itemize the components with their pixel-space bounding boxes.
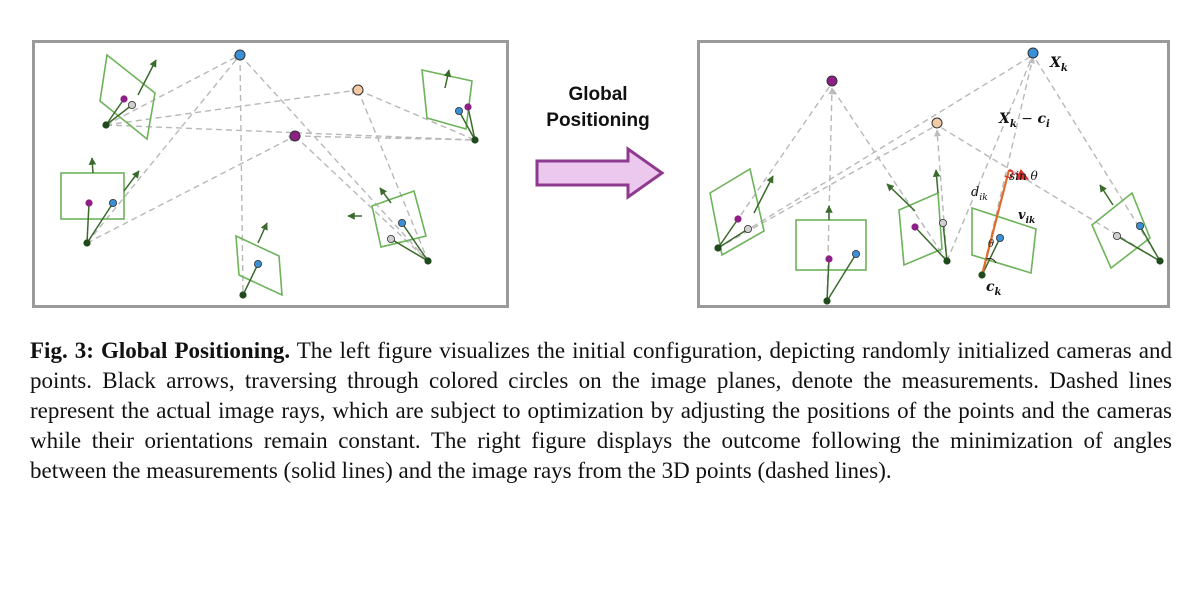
world-points [234, 49, 364, 142]
process-arrow-label: Global Positioning [523, 82, 673, 134]
camera-center [823, 297, 831, 305]
projection-point [825, 255, 833, 263]
arrow-label-line1: Global [568, 84, 628, 105]
initial-configuration-figure [32, 40, 509, 308]
projection-point [253, 259, 262, 268]
projection-point [734, 215, 742, 223]
projection-point [1135, 221, 1144, 230]
camera-center [102, 121, 110, 129]
projection-points [85, 95, 472, 268]
measurement-lines [717, 169, 1161, 302]
world-point [289, 130, 301, 142]
camera-plane-4 [971, 206, 1037, 275]
projection-point [464, 103, 472, 111]
projection-point [851, 249, 860, 258]
projection-point [120, 95, 128, 103]
world-point [826, 75, 838, 87]
measurement-vector-label: vik [1018, 208, 1035, 226]
distance-label: dik [971, 185, 988, 203]
projection-point [995, 233, 1004, 242]
left-figure-svg [60, 49, 479, 299]
world-point [234, 49, 246, 61]
camera-center [978, 271, 986, 279]
world-point [1027, 47, 1039, 59]
camera-plane-5 [371, 189, 427, 248]
camera-plane-4 [421, 68, 473, 131]
camera-plane-5 [1091, 191, 1151, 270]
camera-planes [709, 167, 1151, 275]
ray-vector-label: Xk − ci [998, 111, 1050, 130]
sin-theta-arrow [1008, 168, 1030, 180]
projection-point [386, 234, 395, 243]
camera-plane-2 [795, 219, 867, 271]
camera-center [714, 244, 722, 252]
geometry-annotation [980, 168, 1030, 276]
optimized-configuration-figure: Xk Xk − ci sin θ dik vik θ ck [697, 40, 1170, 308]
projection-point [911, 223, 919, 231]
caption-body: The left figure visualizes the initial c… [30, 338, 1172, 483]
world-points [826, 47, 1039, 129]
camera-plane-3 [898, 191, 943, 267]
projection-point [938, 218, 947, 227]
projection-point [128, 101, 137, 110]
projection-point [454, 107, 463, 116]
point-label: Xk [1049, 55, 1068, 74]
distance-line [980, 169, 1011, 276]
camera-planes [60, 53, 473, 297]
camera-center-label: ck [986, 279, 1002, 298]
image-rays [86, 54, 476, 296]
camera-center [239, 291, 247, 299]
camera-centers [714, 244, 1164, 305]
arrow-label-line2: Positioning [546, 110, 650, 131]
projection-points [734, 215, 1144, 263]
camera-center [1156, 257, 1164, 265]
camera-plane-1 [709, 167, 765, 257]
theta-label: θ [988, 239, 994, 250]
projection-point [744, 224, 753, 233]
sin-theta-label: sin θ [1009, 169, 1039, 183]
right-angle-mark [1004, 171, 1014, 179]
camera-center [943, 257, 951, 265]
camera-plane-3 [235, 234, 283, 297]
camera-plane-1 [99, 53, 156, 141]
projection-point [397, 218, 406, 227]
projection-point [85, 199, 93, 207]
camera-plane-2 [60, 172, 125, 220]
projection-point [1112, 231, 1121, 240]
projection-point [109, 198, 118, 207]
caption-lead: Fig. 3: Global Positioning. [30, 338, 291, 363]
figure-caption: Fig. 3: Global Positioning. The left fig… [30, 336, 1172, 486]
camera-centers [83, 121, 479, 299]
camera-center [424, 257, 432, 265]
camera-center [83, 239, 91, 247]
right-figure-svg: Xk Xk − ci sin θ dik vik θ ck [709, 47, 1164, 305]
image-rays [717, 54, 1161, 302]
world-point [931, 117, 943, 129]
camera-center [471, 136, 479, 144]
world-point [352, 84, 364, 96]
measurement-lines [86, 59, 476, 296]
process-arrow-icon [535, 146, 665, 200]
